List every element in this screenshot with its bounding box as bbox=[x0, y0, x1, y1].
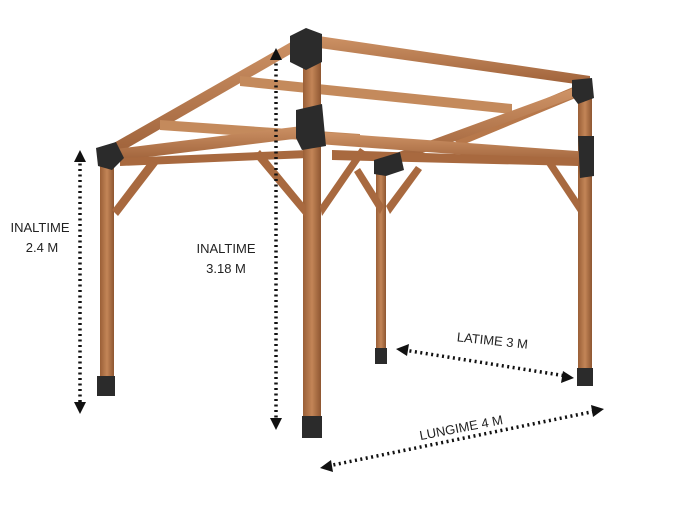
height-back-label-value: 3.18 M bbox=[206, 261, 246, 276]
height-front-arrow bbox=[74, 150, 86, 414]
height-front-label-title: INALTIME bbox=[11, 220, 70, 235]
back-left-post bbox=[375, 168, 387, 364]
height-back-arrow bbox=[270, 48, 282, 430]
front-left-post bbox=[97, 152, 115, 396]
front-middle-post bbox=[302, 40, 322, 438]
corner-brackets bbox=[96, 28, 594, 178]
height-front-label-value: 2.4 M bbox=[26, 240, 59, 255]
back-right-post bbox=[577, 80, 593, 386]
height-back-label-title: INALTIME bbox=[197, 241, 256, 256]
width-label: LATIME 3 M bbox=[456, 329, 528, 351]
height-back-label: INALTIME 3.18 M bbox=[197, 241, 256, 276]
height-front-label: INALTIME 2.4 M bbox=[11, 220, 70, 255]
length-label: LUNGIME 4 M bbox=[418, 412, 504, 443]
roof-frame bbox=[98, 34, 590, 166]
width-arrow bbox=[396, 344, 574, 383]
knee-braces bbox=[112, 148, 580, 218]
length-arrow bbox=[320, 405, 604, 472]
